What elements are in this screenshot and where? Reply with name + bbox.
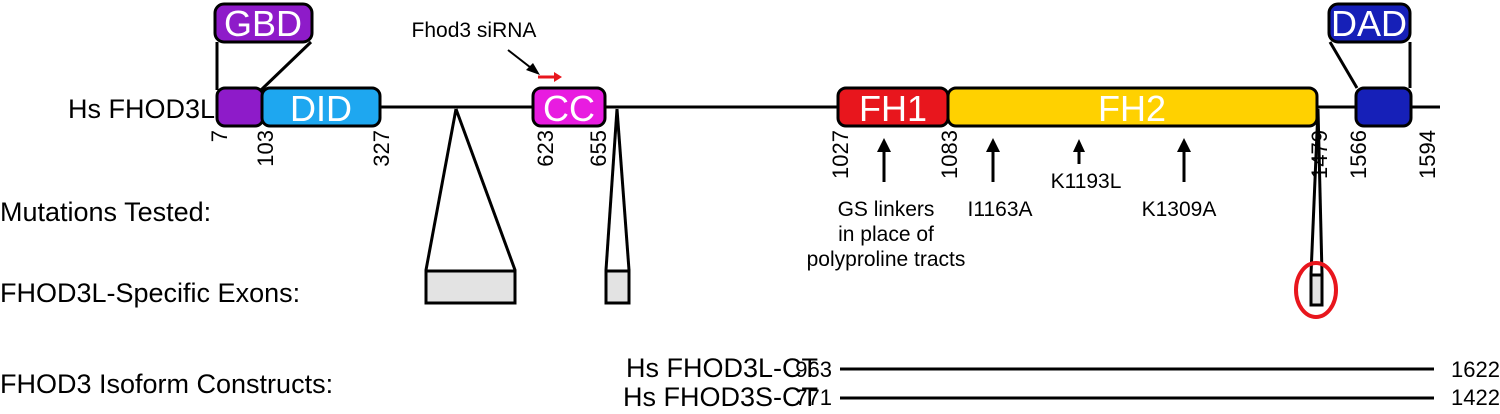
fh2-domain [946,86,1319,128]
exon1-box [424,269,517,305]
row-label-mutations: Mutations Tested: [0,197,211,227]
k1193l-arrow-head [1073,139,1085,152]
exon1-connector-right [454,108,517,271]
dad-label: DAD [1331,3,1407,44]
sirna-arrow-head [526,63,540,75]
dad-connector-left [1328,41,1359,89]
exon3-box [1309,273,1324,307]
exon3-highlight-circle [1294,261,1338,319]
row-label-isoforms: FHOD3 Isoform Constructs: [0,369,333,399]
construct-l-end: 1622 [1451,357,1500,382]
exon3-connector-left [1309,108,1320,275]
position-623: 623 [533,130,558,167]
construct-s-start: 771 [795,385,832,409]
gs-linkers-line1: GS linkers [838,198,935,221]
position-1594: 1594 [1415,130,1440,179]
gbd-domain [215,86,265,128]
protein-name: Hs FHOD3L [68,94,215,124]
dad-callout-box [1327,2,1412,44]
position-1566: 1566 [1346,130,1371,179]
position-655: 655 [586,130,611,167]
gbd-connector-right [259,40,313,92]
sirna-label: Fhod3 siRNA [412,19,537,42]
position-1027: 1027 [828,130,853,179]
construct-s-name: Hs FHOD3S-CT [623,382,818,409]
sirna-red-arrowhead [554,72,562,82]
position-103: 103 [253,130,278,167]
mutation-i1163a: I1163A [968,198,1033,221]
did-domain [260,86,382,128]
did-label: DID [290,88,352,129]
position-7: 7 [207,130,232,142]
fh1-label: FH1 [859,88,927,129]
fh2-label: FH2 [1098,88,1166,129]
i1163a-arrow-head [986,138,1000,152]
position-327: 327 [369,130,394,167]
construct-s-end: 1422 [1451,385,1500,409]
exon2-connector-left [604,108,619,271]
exon2-box [604,269,631,305]
row-label-exons: FHOD3L-Specific Exons: [0,278,300,308]
cc-label: CC [543,88,595,129]
gs-linker-arrow-head [877,138,891,152]
exon2-connector-right [615,108,631,271]
gs-linkers-line2: in place of [838,223,934,246]
mutation-k1309a: K1309A [1142,198,1217,221]
dad-domain [1354,86,1413,128]
exon3-connector-right [1316,108,1324,275]
cc-domain [531,86,607,128]
position-1083: 1083 [937,130,962,179]
gbd-label: GBD [224,3,302,44]
construct-l-start: 963 [795,357,832,382]
construct-l-name: Hs FHOD3L-CT [626,353,818,383]
exon1-connector-left [424,108,458,271]
mutation-k1193l: K1193L [1051,170,1122,193]
gs-linkers-line3: polyproline tracts [807,248,966,271]
gbd-callout-box [213,2,314,44]
k1309a-arrow-head [1177,138,1191,152]
